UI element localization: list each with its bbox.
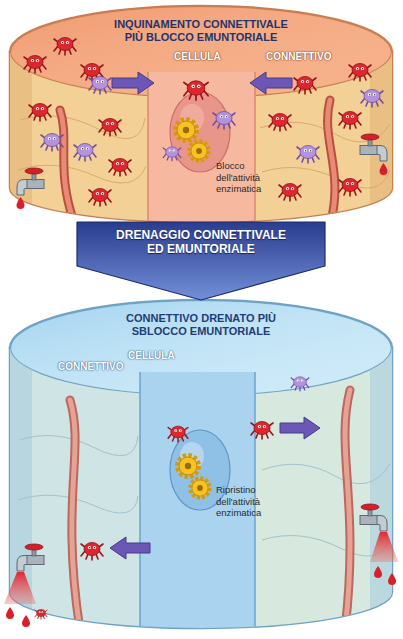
cell-membrane bbox=[139, 372, 141, 634]
toxin bbox=[89, 77, 111, 95]
connective-tissue bbox=[10, 40, 148, 230]
toxin bbox=[41, 134, 63, 152]
toxin bbox=[54, 38, 76, 56]
toxin bbox=[213, 112, 235, 130]
vessel bbox=[328, 100, 335, 225]
toxin bbox=[74, 144, 96, 162]
toxin bbox=[99, 119, 121, 137]
gear bbox=[176, 120, 197, 141]
toxin bbox=[297, 146, 319, 164]
cell-section bbox=[148, 72, 255, 232]
connective-tissue bbox=[255, 340, 392, 639]
toxin bbox=[89, 189, 111, 207]
part-label: CELLULA bbox=[128, 350, 175, 362]
part-label: CONNETTIVO bbox=[58, 361, 124, 373]
gear bbox=[190, 142, 209, 161]
faucet bbox=[17, 168, 44, 195]
vessel-lumen bbox=[70, 400, 80, 630]
toxin bbox=[361, 90, 383, 108]
side-shade bbox=[10, 40, 32, 230]
drip bbox=[6, 607, 14, 619]
toxin bbox=[279, 184, 301, 202]
toxin bbox=[168, 426, 188, 442]
toxin bbox=[339, 179, 361, 197]
drip bbox=[380, 163, 388, 175]
drip bbox=[388, 573, 396, 585]
drip bbox=[22, 615, 30, 627]
cell-membrane bbox=[254, 72, 256, 232]
toxin bbox=[294, 77, 316, 95]
toxin bbox=[269, 114, 291, 132]
vessel bbox=[345, 390, 350, 630]
drip bbox=[17, 197, 25, 209]
arrow-label: DRENAGGIO CONNETTIVALE ED EMUNTORIALE bbox=[111, 228, 291, 256]
gear bbox=[191, 479, 210, 498]
cylinder-heading: CONNETTIVO DRENATO PIÙ SBLOCCO EMUNTORIA… bbox=[109, 312, 294, 338]
cell-membrane bbox=[147, 72, 149, 232]
toxin bbox=[35, 609, 47, 619]
cell-body bbox=[148, 72, 255, 232]
toxin bbox=[29, 104, 51, 122]
vessel-lumen bbox=[345, 390, 350, 630]
part-label: CELLULA bbox=[174, 51, 221, 63]
toxin bbox=[291, 377, 309, 391]
side-shade bbox=[370, 340, 392, 639]
faucet bbox=[360, 134, 387, 161]
inflow-arrow bbox=[112, 72, 154, 94]
toxin bbox=[163, 147, 181, 161]
vessel-lumen bbox=[60, 110, 75, 225]
toxin bbox=[81, 543, 103, 561]
callout-text: Blocco dell'attività enzimatica bbox=[216, 160, 278, 195]
cylinder-heading: INQUINAMENTO CONNETTIVALE PIÙ BLOCCO EMU… bbox=[109, 18, 294, 44]
toxin bbox=[24, 56, 46, 74]
toxin bbox=[349, 64, 371, 82]
flow-arrow bbox=[77, 222, 325, 300]
part-label: CONNETTIVO bbox=[266, 51, 332, 63]
drip bbox=[374, 566, 382, 578]
outflow-arrow bbox=[280, 417, 320, 439]
vessel bbox=[70, 400, 80, 630]
toxin bbox=[251, 422, 273, 440]
connective-tissue bbox=[255, 40, 392, 230]
toxin bbox=[184, 81, 208, 100]
vessel bbox=[60, 110, 75, 225]
toxin bbox=[109, 159, 131, 177]
callout-text: Ripristino dell'attività enzimatica bbox=[216, 484, 278, 519]
connective-section bbox=[10, 340, 392, 639]
faucet bbox=[360, 504, 387, 531]
vessel-lumen bbox=[328, 100, 335, 225]
spray bbox=[370, 532, 398, 562]
toxin bbox=[339, 112, 361, 130]
faucet bbox=[17, 544, 44, 571]
outflow-arrow bbox=[110, 537, 150, 559]
gear bbox=[178, 456, 199, 477]
spray bbox=[4, 572, 36, 604]
inflow-arrow bbox=[250, 72, 292, 94]
